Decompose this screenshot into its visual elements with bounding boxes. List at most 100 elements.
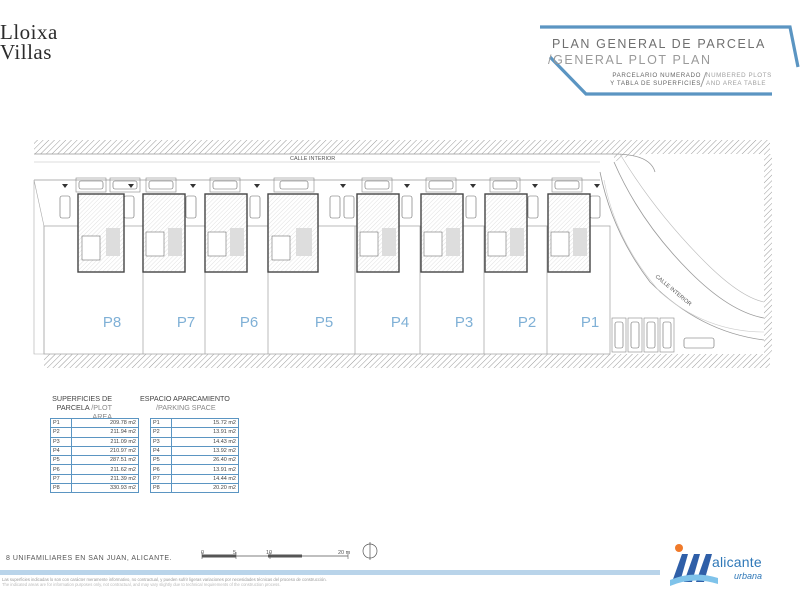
- parking-heading-en: /PARKING SPACE: [156, 403, 216, 412]
- south-boundary-wall: [44, 354, 770, 368]
- subtitle-es-2: Y TABLA DE SUPERFICIES: [610, 79, 701, 87]
- curved-road-inner-edge: [613, 161, 765, 319]
- plan-title: PLAN GENERAL DE PARCELA: [552, 37, 766, 51]
- east-boundary-wall: [764, 154, 772, 354]
- plot-area-value-cell: 210.97 m2: [71, 445, 139, 457]
- plot-label-p7: P7: [177, 314, 195, 331]
- footer-bar: [0, 570, 660, 575]
- parking-value-cell: 15.72 m2: [171, 417, 239, 429]
- plot-label-p5: P5: [315, 314, 333, 331]
- plot-area-value-cell: 287.51 m2: [71, 455, 139, 466]
- plot-area-value-cell: 211.09 m2: [71, 436, 139, 447]
- parking-value-cell: 13.92 m2: [171, 445, 239, 457]
- plot-label-p4: P4: [391, 314, 409, 331]
- parking-value-cell: 20.20 m2: [171, 483, 239, 494]
- parking-bays: [75, 177, 583, 193]
- logo-line-2: Villas: [0, 40, 52, 64]
- north-east-wall: [614, 140, 770, 162]
- subtitle-en-2: AND AREA TABLE: [706, 79, 767, 87]
- plot-area-plot-cell: P1: [50, 417, 72, 429]
- scale-label-5: 5: [233, 550, 237, 556]
- scale-bar-graphic: [201, 542, 378, 560]
- plot-area-value-cell: 211.62 m2: [71, 464, 139, 475]
- plot-area-plot-cell: P6: [50, 464, 72, 475]
- parking-value-cell: 14.43 m2: [171, 436, 239, 447]
- plot-area-value-cell: 330.93 m2: [71, 483, 139, 494]
- parking-value-cell: 26.40 m2: [171, 455, 239, 466]
- parking-heading-1: ESPACIO APARCAMIENTO: [140, 394, 230, 403]
- plot-area-heading: SUPERFICIES DE PARCELA /PLOT AREA: [46, 394, 112, 421]
- brand-mark-icon: [670, 544, 718, 586]
- plot-label-p2: P2: [518, 314, 536, 331]
- parking-plot-cell: P6: [150, 464, 172, 475]
- plan-subtitle-en: NUMBERED PLOTS AND AREA TABLE: [706, 72, 772, 87]
- plot-area-heading-es: PARCELA: [56, 403, 90, 412]
- title-block: PLAN GENERAL DE PARCELA /GENERAL PLOT PL…: [540, 22, 800, 98]
- plot-area-value-cell: 211.39 m2: [71, 473, 139, 485]
- visitor-parking: [611, 317, 715, 353]
- brand-sub: urbana: [734, 571, 763, 581]
- scale-label-20: 20 m: [338, 550, 351, 556]
- plan-title-en: /GENERAL PLOT PLAN: [548, 53, 712, 67]
- subtitle-en-1: NUMBERED PLOTS: [706, 72, 772, 79]
- logo-line-1: Lloixa: [0, 20, 58, 44]
- parking-plot-cell: P4: [150, 445, 172, 457]
- plot-area-heading-2: PARCELA /PLOT AREA: [46, 403, 112, 421]
- parking-plot-cell: P8: [150, 483, 172, 494]
- parking-plot-cell: P2: [150, 427, 172, 438]
- plot-label-p1: P1: [581, 314, 599, 331]
- parking-plot-cell: P1: [150, 417, 172, 429]
- plot-area-plot-cell: P3: [50, 436, 72, 447]
- plot-area-plot-cell: P4: [50, 445, 72, 457]
- parking-plot-cell: P7: [150, 473, 172, 485]
- street-label-top: CALLE INTERIOR: [290, 156, 335, 162]
- parking-heading: ESPACIO APARCAMIENTO /PARKING SPACE: [140, 394, 230, 412]
- parking-plot-cell: P3: [150, 436, 172, 447]
- plot-label-p6: P6: [240, 314, 258, 331]
- plot-area-plot-cell: P8: [50, 483, 72, 494]
- parking-plot-cell: P5: [150, 455, 172, 466]
- plot-label-p3: P3: [455, 314, 473, 331]
- alicante-urbana-logo: alicante urbana: [668, 540, 800, 590]
- lloixa-villas-logo: Lloixa Villas: [0, 20, 58, 64]
- scale-label-10: 10: [266, 550, 273, 556]
- scale-label-0: 0: [201, 550, 205, 556]
- title-frame: [540, 25, 800, 96]
- parking-value-cell: 13.91 m2: [171, 427, 239, 438]
- disclaimer-es: Las superficies indicadas lo son con car…: [2, 577, 327, 582]
- disclaimer: Las superficies indicadas lo son con car…: [2, 577, 327, 587]
- plot-labels: P8 P7 P6 P5 P4 P3 P2 P1: [103, 314, 599, 331]
- site-plan-drawing: CALLE INTERIOR CALLE INTERIOR P8 P7 P6 P…: [33, 140, 772, 368]
- parking-value-cell: 14.44 m2: [171, 473, 239, 485]
- plot-label-p8: P8: [103, 314, 121, 331]
- project-subtitle: 8 UNIFAMILIARES EN SAN JUAN, ALICANTE.: [6, 555, 173, 562]
- plot-area-heading-1: SUPERFICIES DE: [52, 394, 112, 403]
- plot-area-plot-cell: P5: [50, 455, 72, 466]
- scale-bar: 0 5 10 20 m: [200, 541, 380, 576]
- subtitle-es-1: PARCELARIO NUMERADO: [612, 72, 701, 79]
- plan-subtitle-es: PARCELARIO NUMERADO Y TABLA DE SUPERFICI…: [606, 72, 701, 87]
- parking-value-cell: 13.91 m2: [171, 464, 239, 475]
- disclaimer-en: The indicated areas are for information …: [2, 582, 281, 587]
- driveway-cars: [59, 195, 601, 219]
- houses: [77, 193, 591, 273]
- north-boundary-wall: [34, 140, 614, 154]
